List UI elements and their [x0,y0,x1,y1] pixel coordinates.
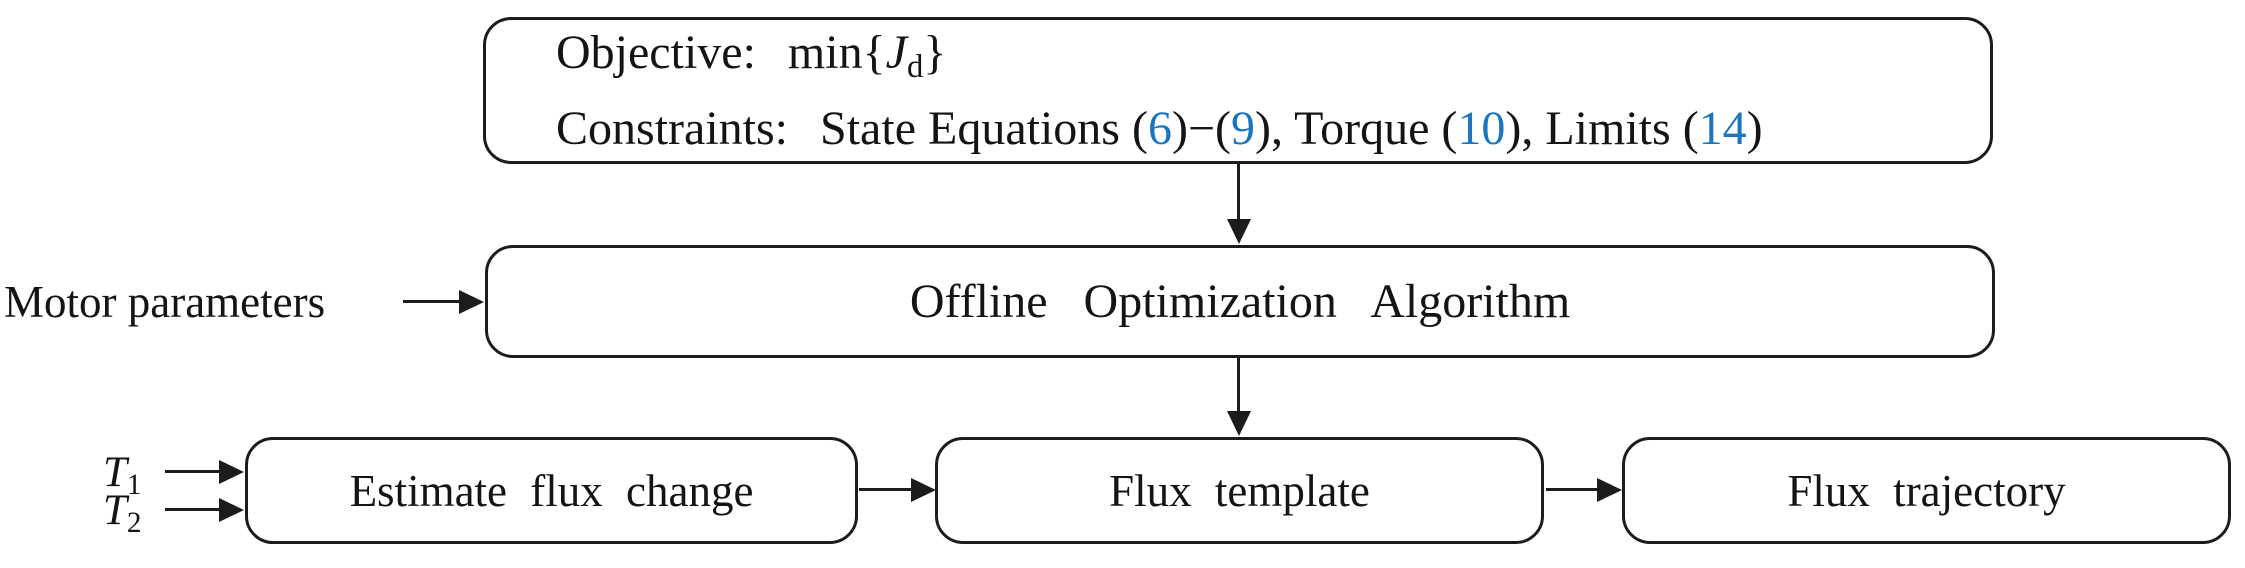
flux-template-label: Flux template [1109,465,1370,516]
arrow-template-to-trajectory [1546,488,1597,491]
constraints-text: ) [1746,102,1763,156]
objective-min: min{ [787,25,886,79]
objective-label: Objective: [556,25,756,79]
constraints-text: ), Limits ( [1505,102,1699,156]
equation-ref-14: 14 [1698,102,1747,156]
constraints-label: Constraints: [556,102,789,156]
t2-symbol: T [103,487,127,534]
arrow-t2-input [165,508,219,511]
objective-variable-subscript: d [906,49,924,86]
offline-optimization-box: Offline Optimization Algorithm [485,245,1995,358]
arrow-algorithm-to-template [1237,358,1240,411]
arrow-estimate-to-template [859,488,911,491]
objective-variable: J [885,25,907,79]
constraints-text: ), Torque ( [1255,102,1458,156]
t1-symbol: T [103,449,127,496]
estimate-flux-change-label: Estimate flux change [349,465,754,516]
offline-optimization-label: Offline Optimization Algorithm [909,275,1571,328]
equation-ref-6: 6 [1147,102,1172,156]
objective-close-brace: } [923,25,947,79]
equation-ref-10: 10 [1457,102,1506,156]
flux-trajectory-label: Flux trajectory [1787,465,2066,516]
t2-subscript: 2 [126,507,142,540]
equation-ref-9: 9 [1231,102,1255,156]
t1-label: T1 [103,448,142,502]
arrow-objective-to-algorithm [1237,164,1240,219]
arrow-motor-parameters [403,300,459,303]
t1-subscript: 1 [126,469,142,502]
constraints-text: )−( [1171,102,1231,156]
flux-template-box: Flux template [935,437,1544,544]
arrow-t1-input [165,470,219,473]
estimate-flux-change-box: Estimate flux change [245,437,858,544]
t2-label: T2 [103,486,142,540]
motor-parameters-label: Motor parameters [4,277,326,327]
constraints-text: State Equations ( [820,102,1148,156]
objective-line: Objective: min{Jd} [556,22,1990,98]
flux-trajectory-box: Flux trajectory [1622,437,2231,544]
objective-constraints-box: Objective: min{Jd} Constraints: State Equa… [483,17,1993,164]
constraints-line: Constraints: State Equations (6)−(9), Tor… [556,98,1990,159]
